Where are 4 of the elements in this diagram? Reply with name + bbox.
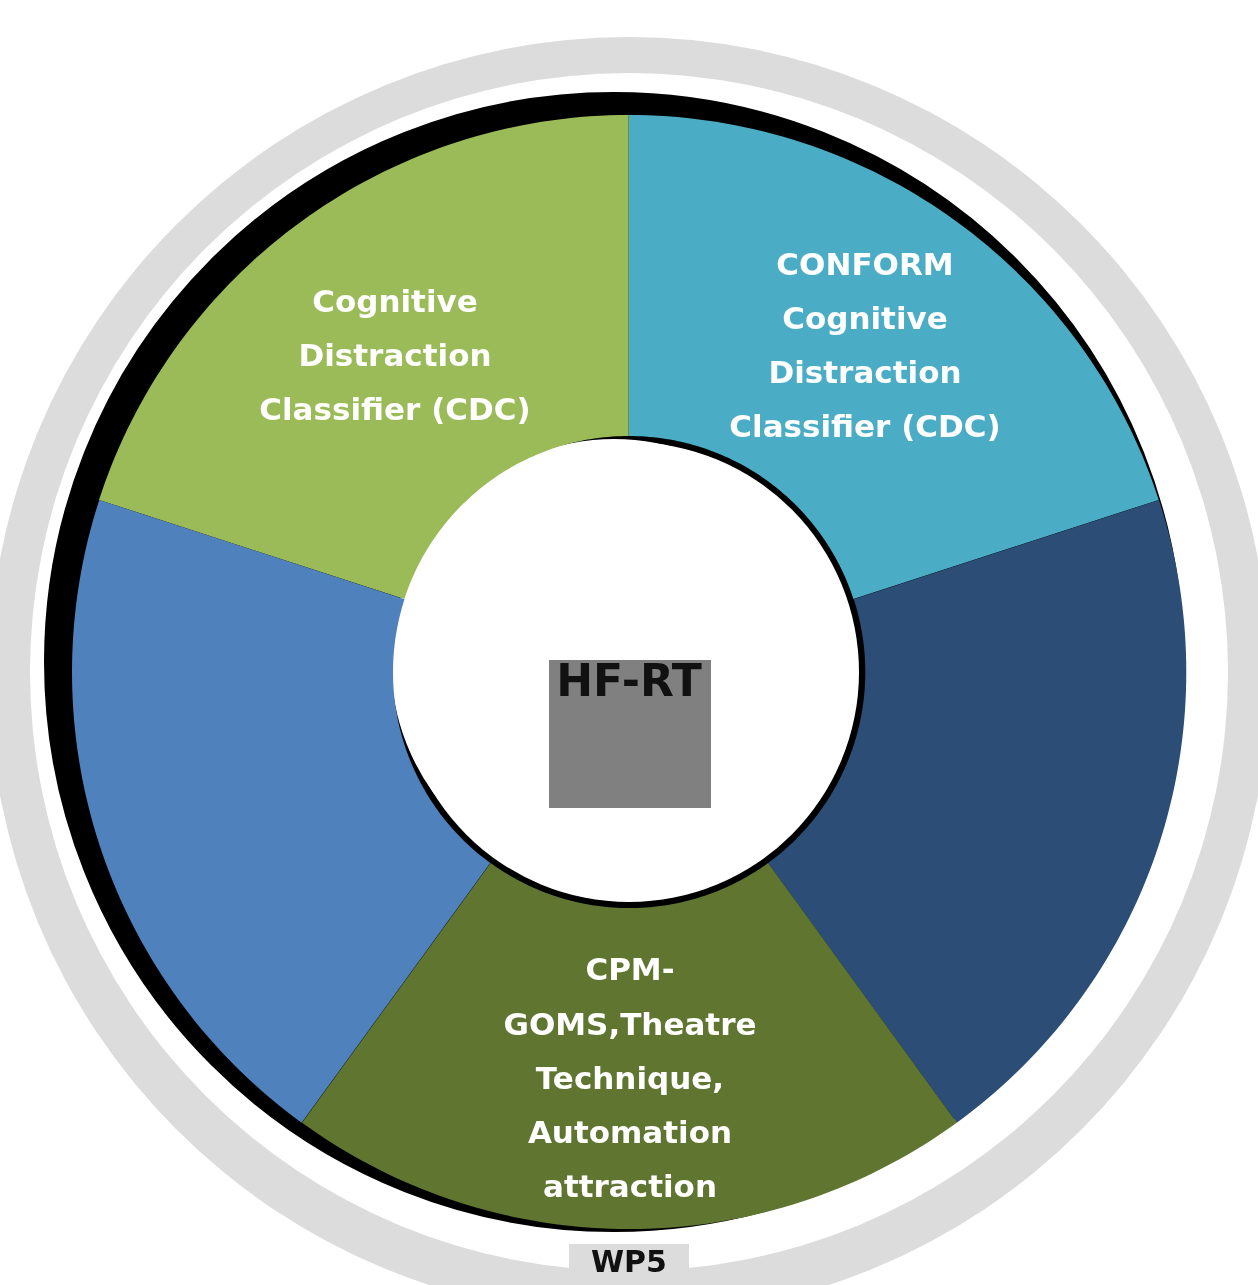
segment-label: CPM-GOMS,Theatre Technique, Automation attraction [502, 950, 758, 1207]
segment-label: CONFORM Cognitive Distraction Classifier (CDC) [728, 244, 1002, 447]
center-title: HF-RT [555, 656, 703, 705]
segment-label: Cognitive Distraction Classifier (CDC) [258, 281, 532, 430]
